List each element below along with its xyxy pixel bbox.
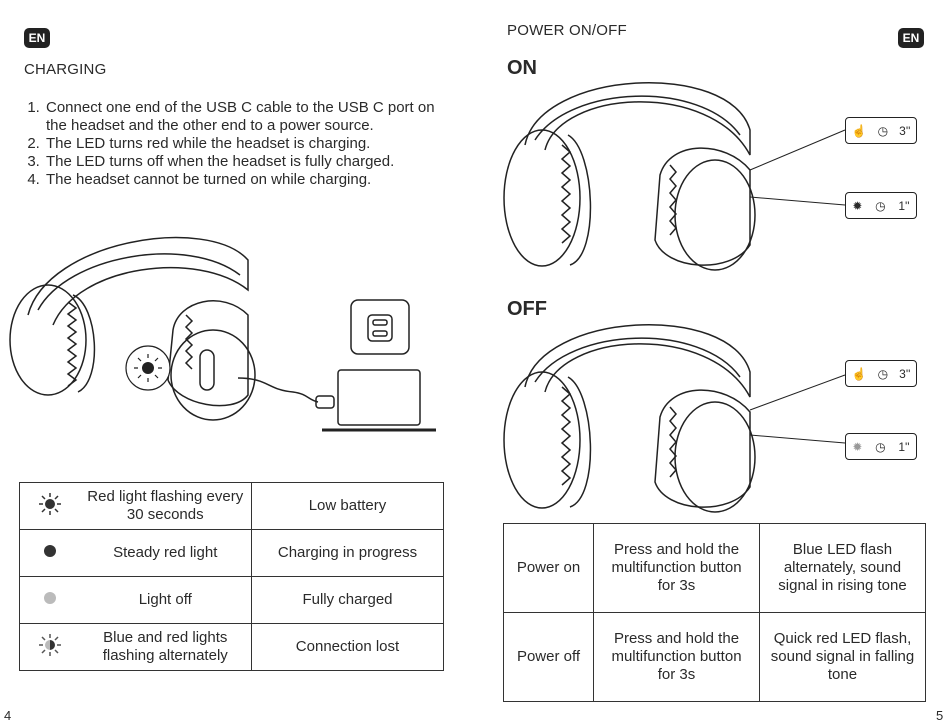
timer-icon: ◷ [875,439,886,454]
off-label: OFF [507,298,547,320]
blue-red-alternating-icon [38,633,61,656]
power-action: Power off [503,612,594,702]
timer-icon: ◷ [877,366,889,381]
table-row: Power on Press and hold the multifunctio… [503,523,926,613]
status-meaning: Charging in progress [251,529,444,577]
charging-illustration [9,236,436,432]
on-callout-lines [749,129,846,206]
led-duration: 1'' [898,198,910,213]
red-flashing-icon [38,492,61,515]
led-flash-icon: ✹ [852,198,863,213]
timer-icon: ◷ [877,123,889,138]
led-duration: 1'' [898,439,910,454]
power-instruction: Press and hold the multifunction button … [593,523,760,613]
charging-heading: CHARGING [24,61,107,78]
page-number-right: 5 [936,708,944,723]
table-row: Blue and red lights flashing alternately… [19,623,444,671]
led-off-icon: ✹ [852,439,863,454]
power-action: Power on [503,523,594,613]
status-description: Red light flashing every 30 seconds [79,482,252,530]
step-3: The LED turns off when the headset is fu… [44,153,444,171]
off-callout-lines [749,374,846,444]
step-4: The headset cannot be turned on while ch… [44,171,444,189]
off-press-callout: ☝ ◷ 3'' [845,360,917,387]
status-description: Blue and red lights flashing alternately [79,623,252,671]
headset-off-illustration [503,324,756,513]
led-icon [142,362,154,374]
on-press-callout: ☝ ◷ 3'' [845,117,917,144]
power-result: Blue LED flash alternately, sound signal… [759,523,926,613]
status-meaning: Connection lost [251,623,444,671]
finger-press-icon: ☝ [851,123,867,138]
table-row: Steady red light Charging in progress [19,529,444,577]
status-description: Light off [79,576,252,624]
charging-status-table: Red light flashing every 30 seconds Low … [19,482,444,671]
headset-on-illustration [503,82,756,271]
page-number-left: 4 [4,708,12,723]
power-result: Quick red LED flash, sound signal in fal… [759,612,926,702]
power-table: Power on Press and hold the multifunctio… [503,523,926,702]
light-off-dot-icon [43,591,56,604]
language-badge-right: EN [898,28,924,48]
press-duration: 3'' [899,123,911,138]
on-led-callout: ✹ ◷ 1'' [845,192,917,219]
language-badge-left: EN [24,28,50,48]
table-row: Red light flashing every 30 seconds Low … [19,482,444,530]
on-label: ON [507,57,537,79]
steady-red-dot-icon [43,544,56,557]
status-meaning: Fully charged [251,576,444,624]
step-1: Connect one end of the USB C cable to th… [44,99,444,135]
press-duration: 3'' [899,366,911,381]
charging-steps: Connect one end of the USB C cable to th… [24,99,444,189]
step-2: The LED turns red while the headset is c… [44,135,444,153]
table-row: Power off Press and hold the multifuncti… [503,612,926,702]
power-instruction: Press and hold the multifunction button … [593,612,760,702]
finger-press-icon: ☝ [851,366,867,381]
status-meaning: Low battery [251,482,444,530]
timer-icon: ◷ [875,198,886,213]
status-description: Steady red light [79,529,252,577]
off-led-callout: ✹ ◷ 1'' [845,433,917,460]
power-heading: POWER ON/OFF [507,22,627,39]
table-row: Light off Fully charged [19,576,444,624]
